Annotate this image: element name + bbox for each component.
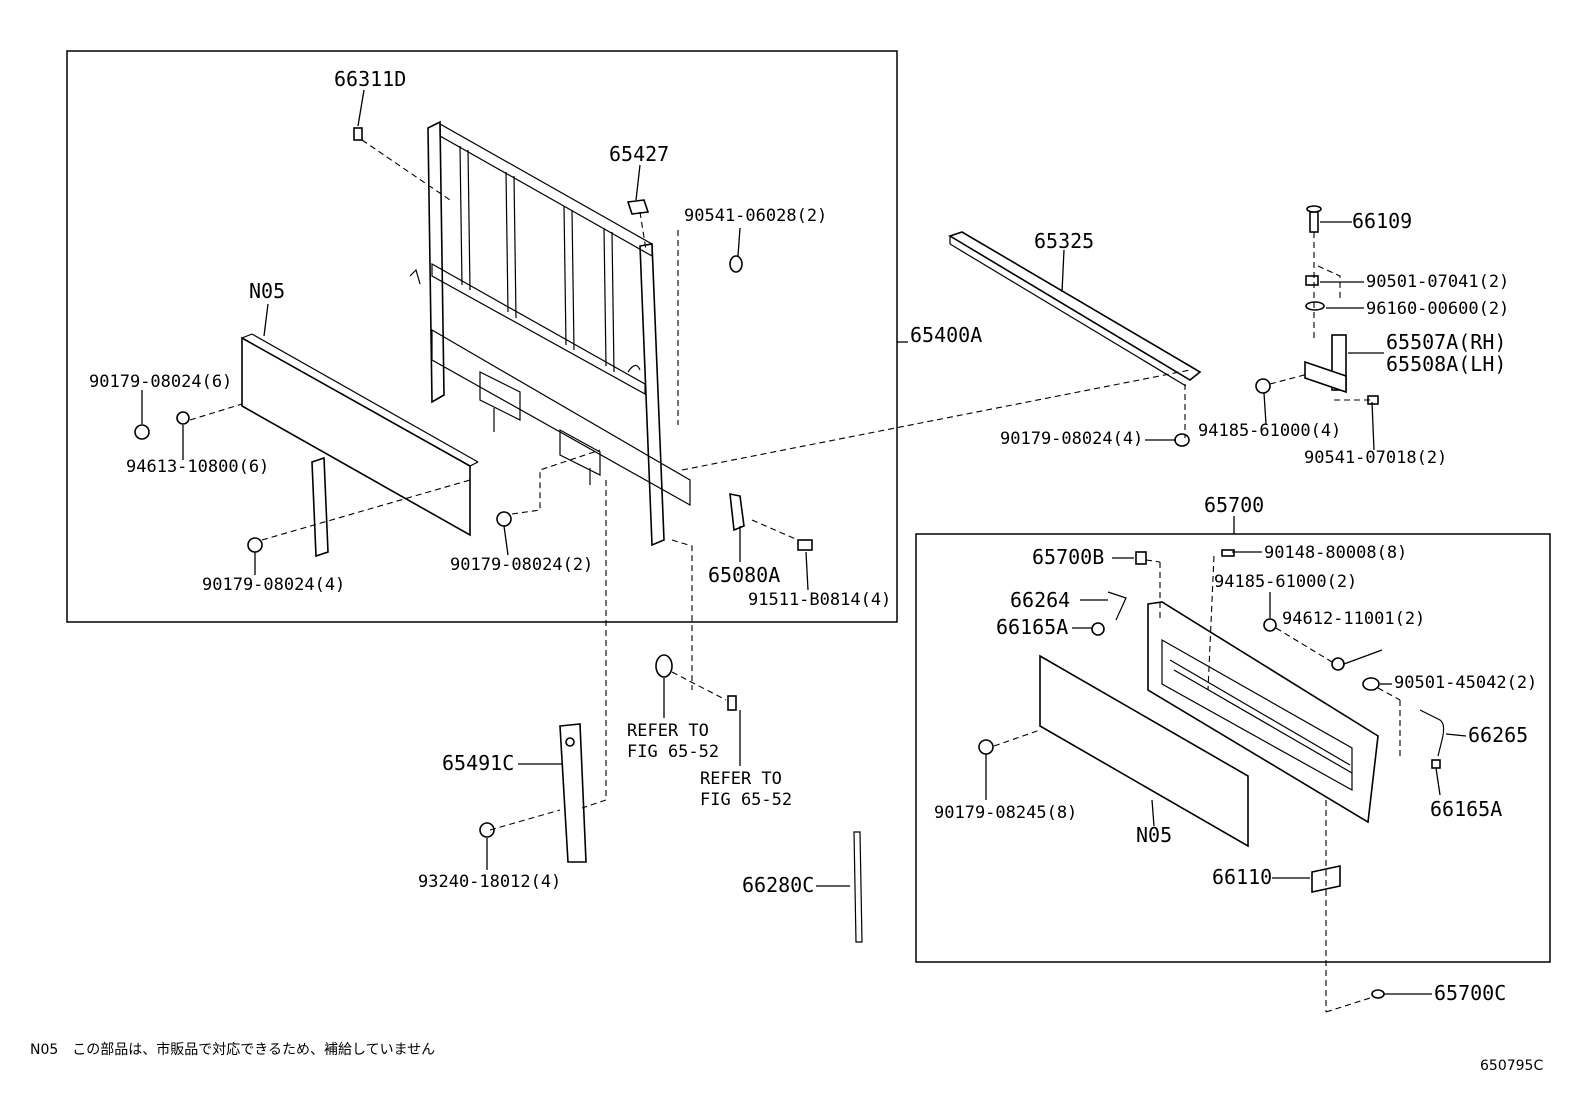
label-93240-18012: 93240-18012(4) xyxy=(418,872,561,892)
label-90541-07018: 90541-07018(2) xyxy=(1304,448,1447,468)
label-94185-61000-4: 94185-61000(4) xyxy=(1198,421,1341,441)
n05-panel-left xyxy=(241,333,479,537)
label-refer-2-line1: REFER TO xyxy=(700,769,782,789)
label-90541-06028: 90541-06028(2) xyxy=(684,206,827,226)
hinge-bracket xyxy=(1304,205,1347,394)
label-66165A-top: 66165A xyxy=(996,615,1068,639)
label-91511-B0814: 91511-B0814(4) xyxy=(748,590,891,610)
label-65507A: 65507A(RH) xyxy=(1386,330,1506,354)
corner-post xyxy=(311,456,329,558)
label-90179-08024-6: 90179-08024(6) xyxy=(89,372,232,392)
label-65080A: 65080A xyxy=(708,563,780,587)
left-assembly-box xyxy=(66,50,898,623)
label-65427: 65427 xyxy=(609,142,669,166)
label-65700B: 65700B xyxy=(1032,545,1104,569)
label-refer-1-line1: REFER TO xyxy=(627,721,709,741)
label-refer-1-line2: FIG 65-52 xyxy=(627,742,719,762)
label-n05-right: N05 xyxy=(1136,823,1172,847)
leader-lines xyxy=(141,89,1467,995)
label-66265: 66265 xyxy=(1468,723,1528,747)
label-refer-2-line2: FIG 65-52 xyxy=(700,790,792,810)
label-n05-left: N05 xyxy=(249,279,285,303)
label-96160-00600: 96160-00600(2) xyxy=(1366,299,1509,319)
headboard-frame xyxy=(409,120,691,547)
label-94612-11001: 94612-11001(2) xyxy=(1282,609,1425,629)
tailgate-parts xyxy=(978,549,1445,999)
label-66110: 66110 xyxy=(1212,865,1272,889)
label-94185-61000-2: 94185-61000(2) xyxy=(1214,572,1357,592)
label-65700C: 65700C xyxy=(1434,981,1506,1005)
dashed-guides xyxy=(189,139,1401,1013)
label-66311D: 66311D xyxy=(334,67,406,91)
label-66165A-bottom: 66165A xyxy=(1430,797,1502,821)
label-65508A: 65508A(LH) xyxy=(1386,352,1506,376)
label-65400A: 65400A xyxy=(910,323,982,347)
label-90179-08024-4-left: 90179-08024(4) xyxy=(202,575,345,595)
label-94613-10800: 94613-10800(6) xyxy=(126,457,269,477)
footnote: N05 この部品は、市販品で対応できるため、補給していません xyxy=(30,1041,435,1058)
label-90501-07041: 90501-07041(2) xyxy=(1366,272,1509,292)
fasteners-left xyxy=(134,127,813,553)
label-65491C: 65491C xyxy=(442,751,514,775)
label-90179-08024-2: 90179-08024(2) xyxy=(450,555,593,575)
tailgate-assembly-box xyxy=(915,533,1551,963)
label-90179-08245: 90179-08245(8) xyxy=(934,803,1077,823)
label-65700: 65700 xyxy=(1204,493,1264,517)
lower-parts xyxy=(479,654,863,943)
label-90501-45042: 90501-45042(2) xyxy=(1394,673,1537,693)
label-90179-08024-4-right: 90179-08024(4) xyxy=(1000,429,1143,449)
label-65325: 65325 xyxy=(1034,229,1094,253)
rail-65325 xyxy=(948,231,1202,387)
label-66264: 66264 xyxy=(1010,588,1070,612)
figure-id: 650795C xyxy=(1480,1058,1543,1074)
n05-panel-right xyxy=(1039,654,1249,848)
label-90148-80008: 90148-80008(8) xyxy=(1264,543,1407,563)
label-66109: 66109 xyxy=(1352,209,1412,233)
label-66280C: 66280C xyxy=(742,873,814,897)
